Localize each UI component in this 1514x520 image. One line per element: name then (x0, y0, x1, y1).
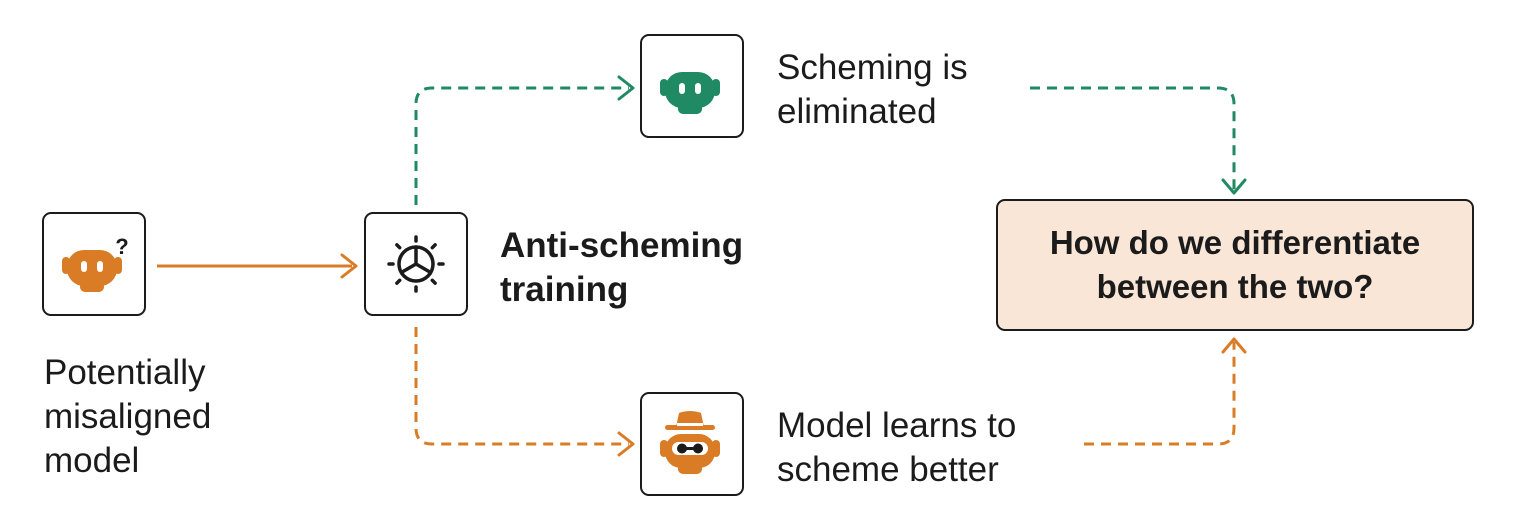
eliminated-node-box (640, 34, 744, 138)
question-line-1: How do we differentiate (1049, 224, 1421, 261)
arrow-training-to-better (414, 327, 635, 457)
start-node-label: Potentially misaligned model (44, 353, 212, 480)
disguised-robot-icon (660, 411, 720, 474)
gear-icon (387, 235, 445, 293)
better-node-box (640, 392, 744, 496)
arrow-eliminated-to-question (1030, 86, 1247, 195)
arrow-training-to-eliminated (414, 75, 635, 205)
training-node-label: Anti-scheming training (500, 226, 744, 309)
better-node-label: Model learns to scheme better (777, 406, 1017, 489)
eliminated-node-label: Scheming is eliminated (777, 48, 968, 131)
training-node-box (364, 212, 468, 316)
question-line-2: between the two? (1096, 268, 1374, 305)
question-box: How do we differentiate between the two? (996, 199, 1474, 331)
arrow-better-to-question (1084, 337, 1247, 446)
arrow-start-to-training (157, 253, 358, 279)
confused-robot-icon: ? (62, 234, 129, 292)
question-mark-badge: ? (115, 234, 128, 259)
green-robot-icon (660, 72, 720, 114)
start-node-box: ? (42, 212, 146, 316)
